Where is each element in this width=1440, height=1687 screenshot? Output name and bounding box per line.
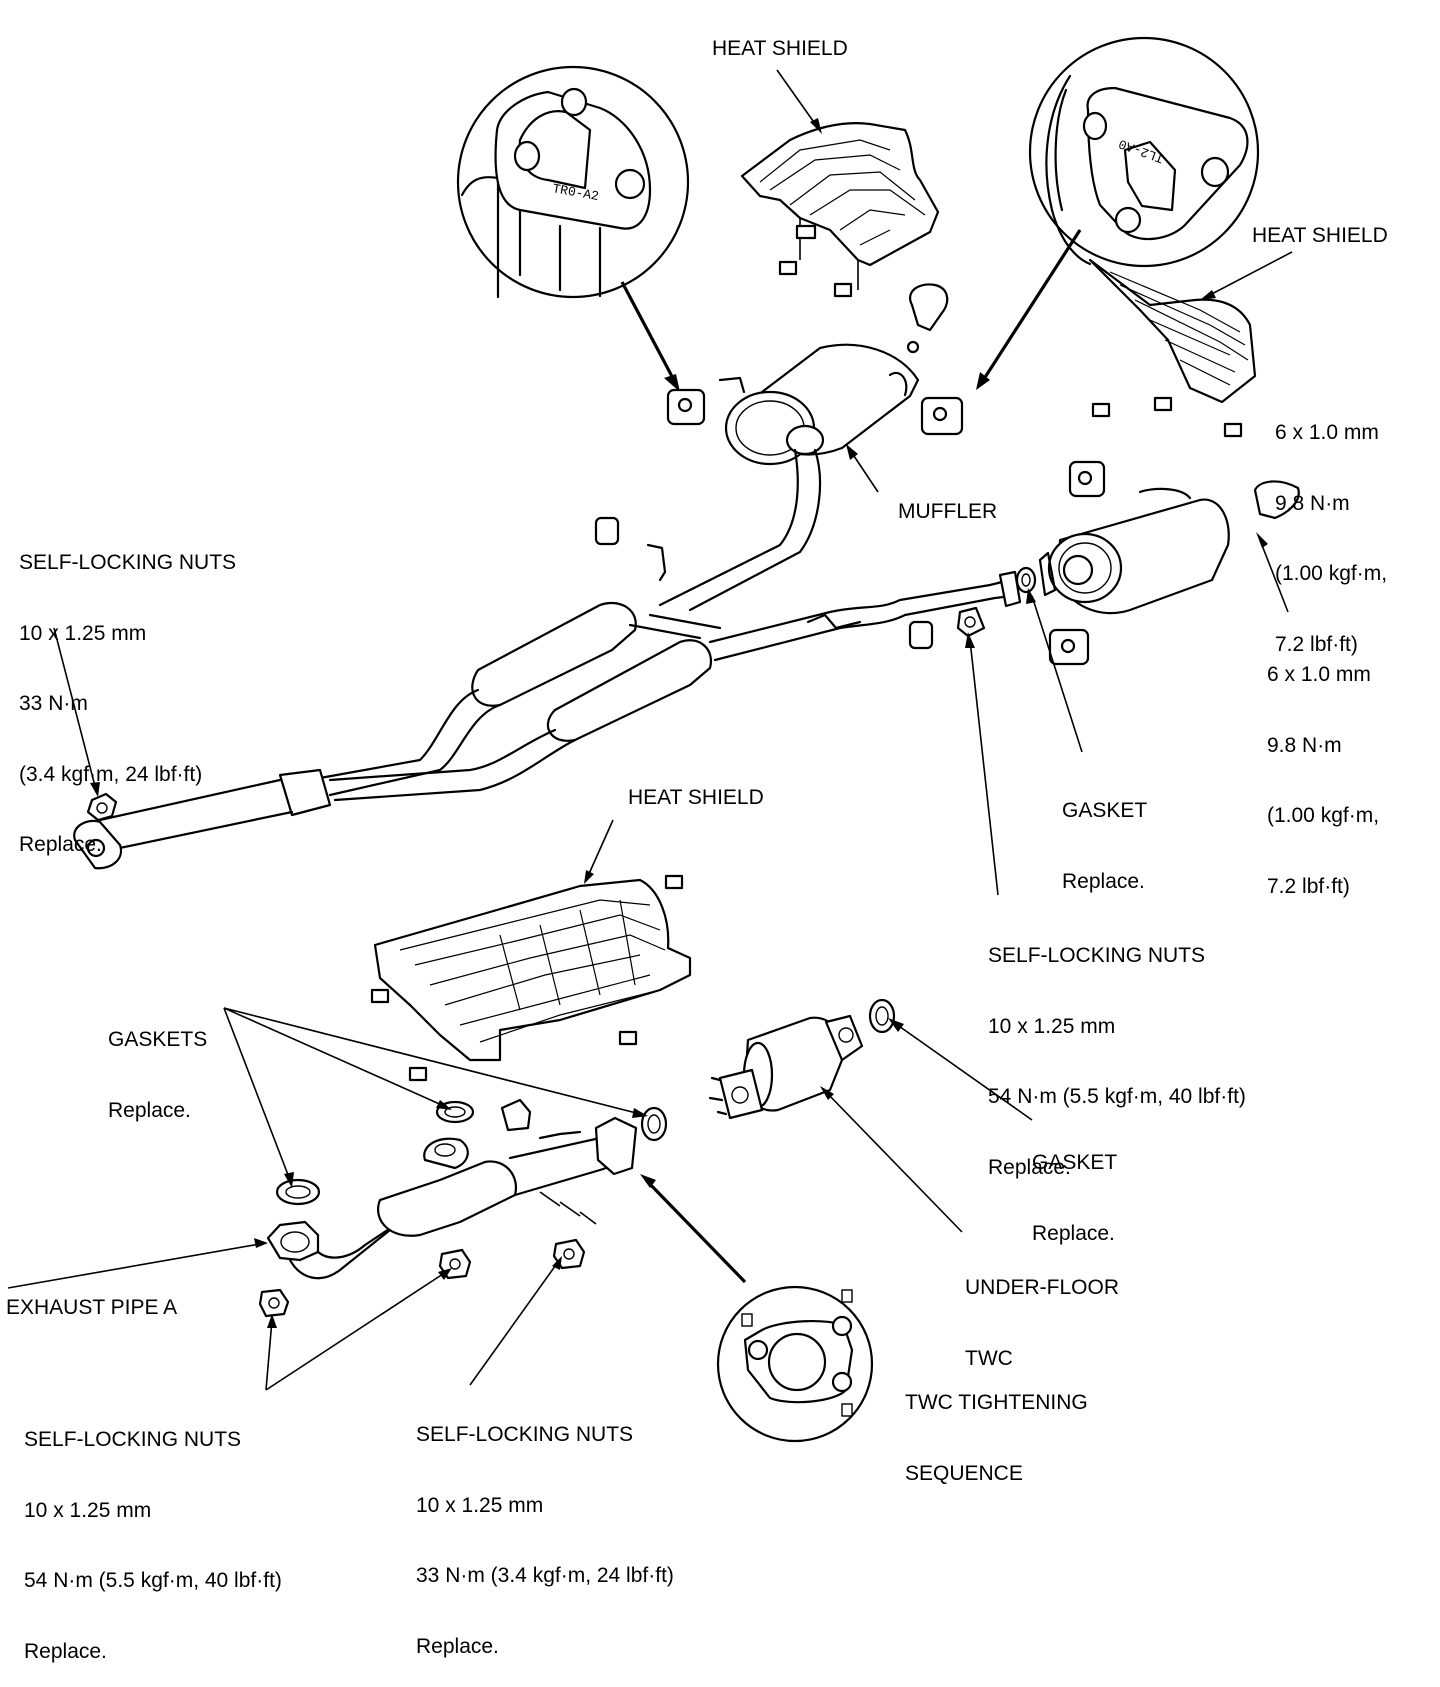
exhaust-system-diagram: TR0-A2 TL2-A0 bbox=[6, 36, 1388, 1663]
label-bolt-spec-lower: 6 x 1.0 mm 9.8 N·m (1.00 kgf·m, 7.2 lbf·… bbox=[1267, 663, 1380, 898]
right-hanger-detail-circle: TL2-A0 bbox=[1028, 36, 1260, 268]
label-exhaust-pipe-a: EXHAUST PIPE A bbox=[6, 1296, 178, 1319]
twc-tightening-sequence-circle bbox=[716, 1285, 874, 1443]
heat-shield-middle-part bbox=[370, 874, 692, 1082]
label-gasket-twc: GASKET Replace. bbox=[1032, 1151, 1118, 1245]
right-detail-pointer bbox=[980, 229, 1082, 383]
label-self-locking-nuts-bottom-left: SELF-LOCKING NUTS 10 x 1.25 mm 54 N·m (5… bbox=[24, 1428, 282, 1663]
left-flange-nut bbox=[86, 792, 118, 822]
label-heat-shield-top: HEAT SHIELD bbox=[712, 37, 848, 60]
rear-muffler-part bbox=[956, 460, 1300, 666]
muffler-gasket-ring bbox=[1015, 566, 1037, 594]
label-self-locking-nuts-bottom-mid: SELF-LOCKING NUTS 10 x 1.25 mm 33 N·m (3… bbox=[416, 1423, 674, 1658]
gasket-twc-inlet bbox=[640, 1106, 668, 1142]
exhaust-pipe-a-part bbox=[258, 1116, 638, 1318]
left-detail-pointer bbox=[620, 281, 678, 385]
heat-shield-right-part bbox=[1088, 258, 1257, 438]
gasket-twc-outlet bbox=[868, 998, 896, 1034]
label-self-locking-nuts-right: SELF-LOCKING NUTS 10 x 1.25 mm 54 N·m (5… bbox=[988, 944, 1246, 1179]
label-gasket-muffler: GASKET Replace. bbox=[1062, 799, 1148, 893]
label-self-locking-nuts-left: SELF-LOCKING NUTS 10 x 1.25 mm 33 N·m (3… bbox=[19, 551, 237, 856]
label-muffler: MUFFLER bbox=[898, 500, 998, 523]
label-heat-shield-middle: HEAT SHIELD bbox=[628, 786, 764, 809]
gasket-lower bbox=[275, 1178, 321, 1206]
muffler-part bbox=[666, 283, 964, 466]
left-hanger-detail-circle: TR0-A2 bbox=[456, 65, 690, 299]
label-twc-sequence: TWC TIGHTENING SEQUENCE bbox=[905, 1391, 1088, 1485]
heat-shield-top-part bbox=[740, 122, 940, 298]
label-gaskets: GASKETS Replace. bbox=[108, 1028, 208, 1122]
exhaust-illustration: TR0-A2 TL2-A0 bbox=[7, 36, 1300, 1443]
under-floor-twc-part bbox=[708, 1014, 864, 1120]
y-pipe-assembly bbox=[73, 448, 1014, 870]
label-under-floor-twc: UNDER-FLOOR TWC bbox=[965, 1276, 1120, 1370]
label-bolt-spec-upper: 6 x 1.0 mm 9.8 N·m (1.00 kgf·m, 7.2 lbf·… bbox=[1275, 421, 1388, 656]
label-heat-shield-right: HEAT SHIELD bbox=[1252, 224, 1388, 247]
